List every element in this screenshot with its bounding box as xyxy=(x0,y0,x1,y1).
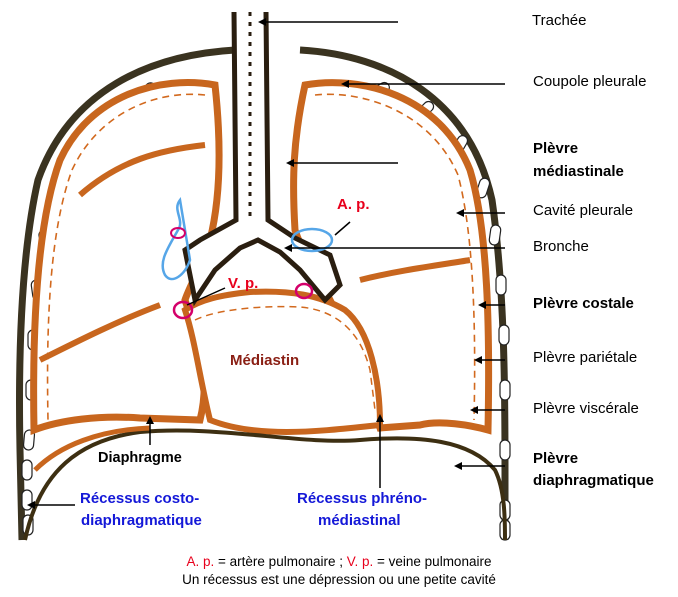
legend-vp-def: = veine pulmonaire xyxy=(373,554,491,569)
label-plevre-diaphragmatique-2: diaphragmatique xyxy=(533,472,654,489)
label-recessus-phreno-1: Récessus phréno- xyxy=(297,490,427,507)
label-trachee: Trachée xyxy=(532,12,586,29)
label-plevre-mediastinale-2: médiastinale xyxy=(533,163,624,180)
label-veine-pulmonaire: V. p. xyxy=(228,275,258,292)
label-plevre-mediastinale-1: Plèvre xyxy=(533,140,578,157)
label-plevre-costale: Plèvre costale xyxy=(533,295,634,312)
label-recessus-phreno-2: médiastinal xyxy=(318,512,401,529)
legend-vp-abbr: V. p. xyxy=(347,554,374,569)
legend-line-1: A. p. = artère pulmonaire ; V. p. = vein… xyxy=(0,554,678,569)
legend-line-2: Un récessus est une dépression ou une pe… xyxy=(0,572,678,587)
label-plevre-viscerale: Plèvre viscérale xyxy=(533,400,639,417)
label-recessus-costo-1: Récessus costo- xyxy=(80,490,199,507)
label-mediastin: Médiastin xyxy=(230,352,299,369)
legend-ap-abbr: A. p. xyxy=(187,554,215,569)
label-diaphragme: Diaphragme xyxy=(98,450,182,466)
label-artere-pulmonaire: A. p. xyxy=(337,196,370,213)
label-plevre-parietale: Plèvre pariétale xyxy=(533,349,637,366)
label-coupole-pleurale: Coupole pleurale xyxy=(533,73,646,90)
legend-ap-def: = artère pulmonaire ; xyxy=(214,554,346,569)
label-bronche: Bronche xyxy=(533,238,589,255)
label-plevre-diaphragmatique-1: Plèvre xyxy=(533,450,578,467)
label-cavite-pleurale: Cavité pleurale xyxy=(533,202,633,219)
label-recessus-costo-2: diaphragmatique xyxy=(81,512,202,529)
